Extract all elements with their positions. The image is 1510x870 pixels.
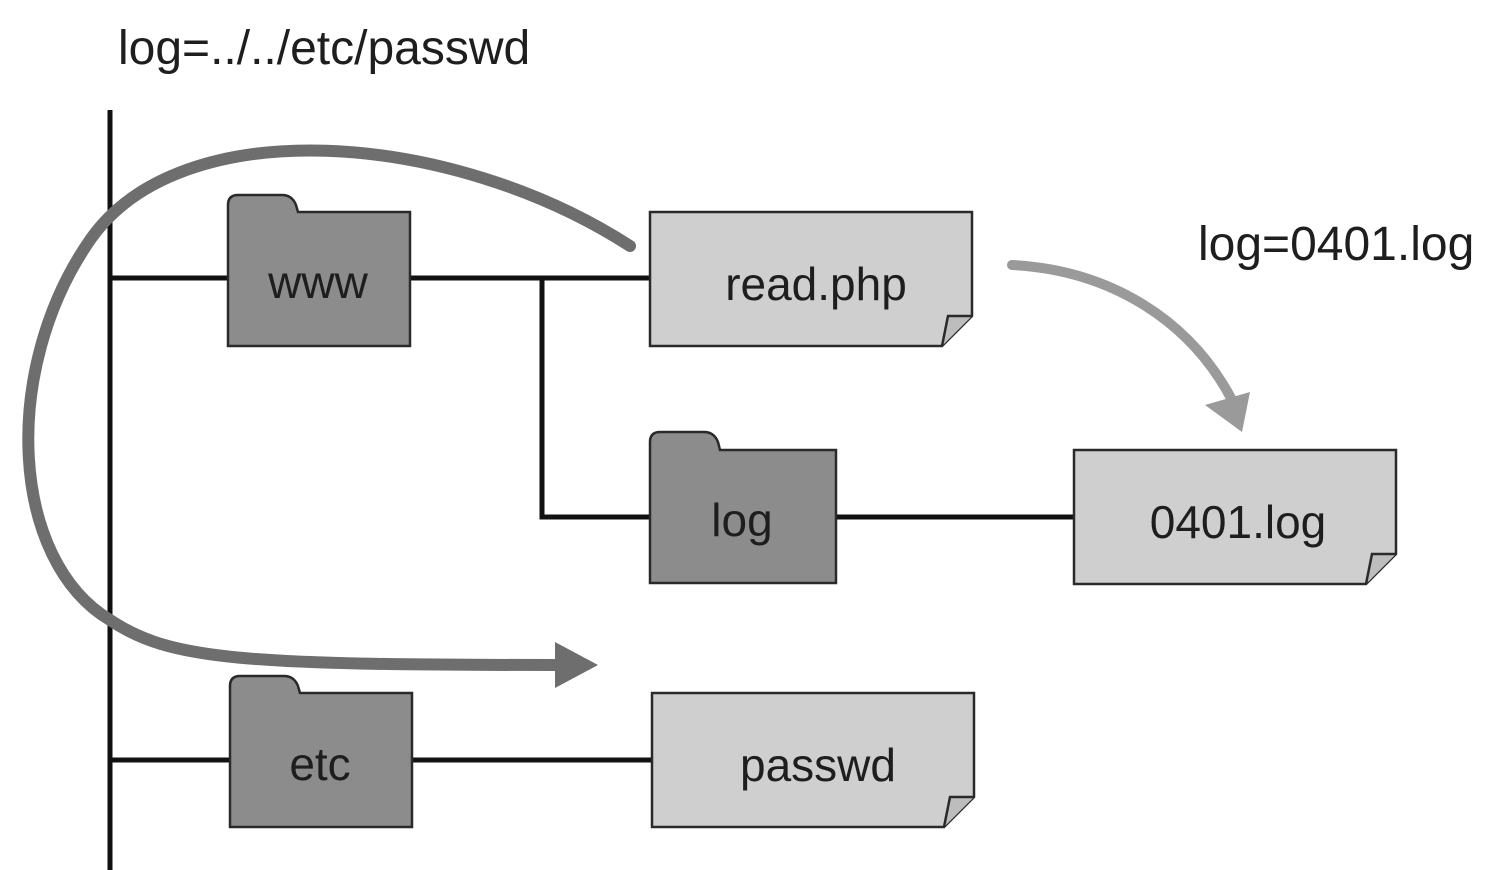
folder-label-www: www	[267, 256, 368, 308]
folder-etc: etc	[228, 674, 414, 829]
traversal-arrow	[22, 144, 636, 688]
file-label-passwd: passwd	[740, 739, 896, 791]
file-corner-fold	[942, 795, 974, 828]
file-read-php: read.php	[648, 210, 974, 348]
traversal-arrowhead	[555, 642, 598, 688]
folder-www: www	[226, 193, 412, 348]
tree-lines	[107, 110, 1074, 870]
normal-param-label: log=0401.log	[1198, 218, 1474, 271]
folder-log: log	[648, 430, 838, 585]
arrow-icon	[22, 144, 636, 671]
file-0401-log: 0401.log	[1072, 448, 1398, 586]
file-corner-fold	[1364, 552, 1396, 585]
file-passwd: passwd	[650, 691, 976, 829]
normal-arrow	[1007, 260, 1250, 432]
www-to-log-line	[539, 278, 652, 520]
folder-icon	[228, 674, 414, 829]
normal-arrowhead	[1205, 392, 1250, 432]
folder-label-etc: etc	[289, 738, 350, 790]
file-label-read-php: read.php	[725, 258, 907, 310]
folder-label-log: log	[711, 494, 772, 546]
folder-icon	[226, 193, 412, 348]
arrow-icon	[1007, 260, 1237, 405]
file-label-0401-log: 0401.log	[1150, 496, 1327, 548]
folder-icon	[648, 430, 838, 585]
traversal-param-label: log=../../etc/passwd	[118, 22, 530, 75]
file-corner-fold	[940, 314, 972, 347]
